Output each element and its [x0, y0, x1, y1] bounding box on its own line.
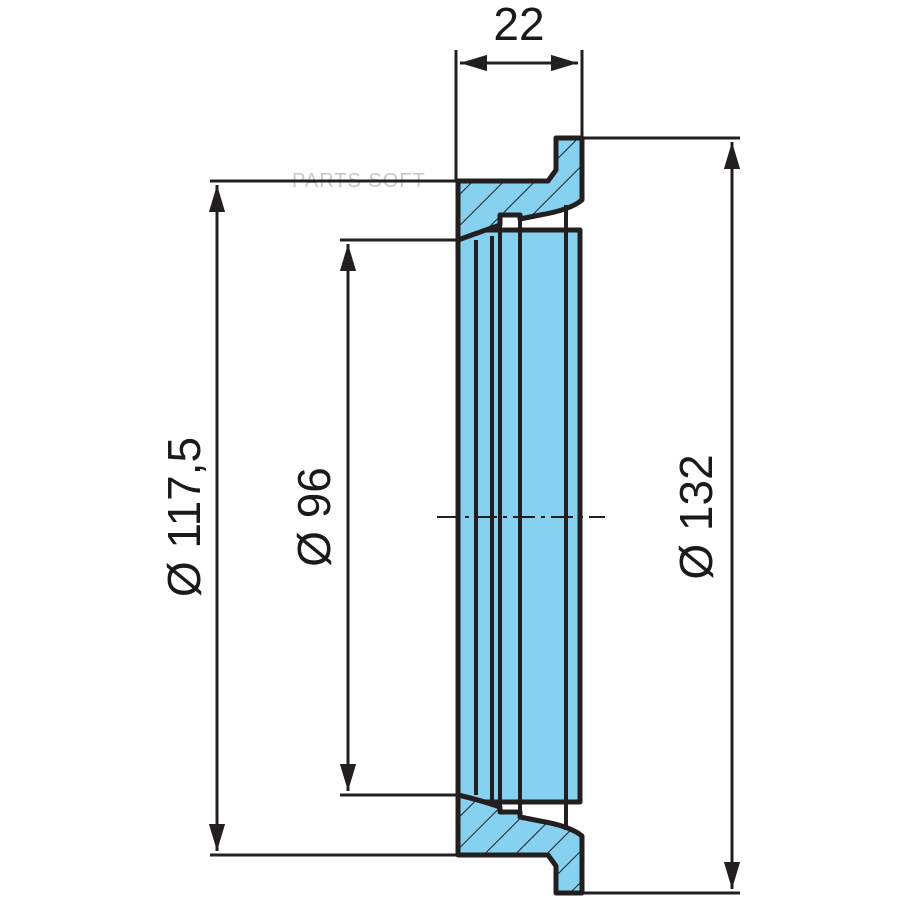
width-label: 22	[493, 0, 544, 50]
seat-diameter-label: Ø 117,5	[158, 437, 210, 597]
part-cross-section	[455, 135, 585, 896]
top-hatched-section	[455, 135, 585, 243]
extension-lines	[210, 50, 740, 895]
outer-diameter-label: Ø 132	[670, 454, 722, 579]
inner-diameter-label: Ø 96	[288, 467, 340, 567]
bottom-hatched-section	[455, 792, 585, 896]
